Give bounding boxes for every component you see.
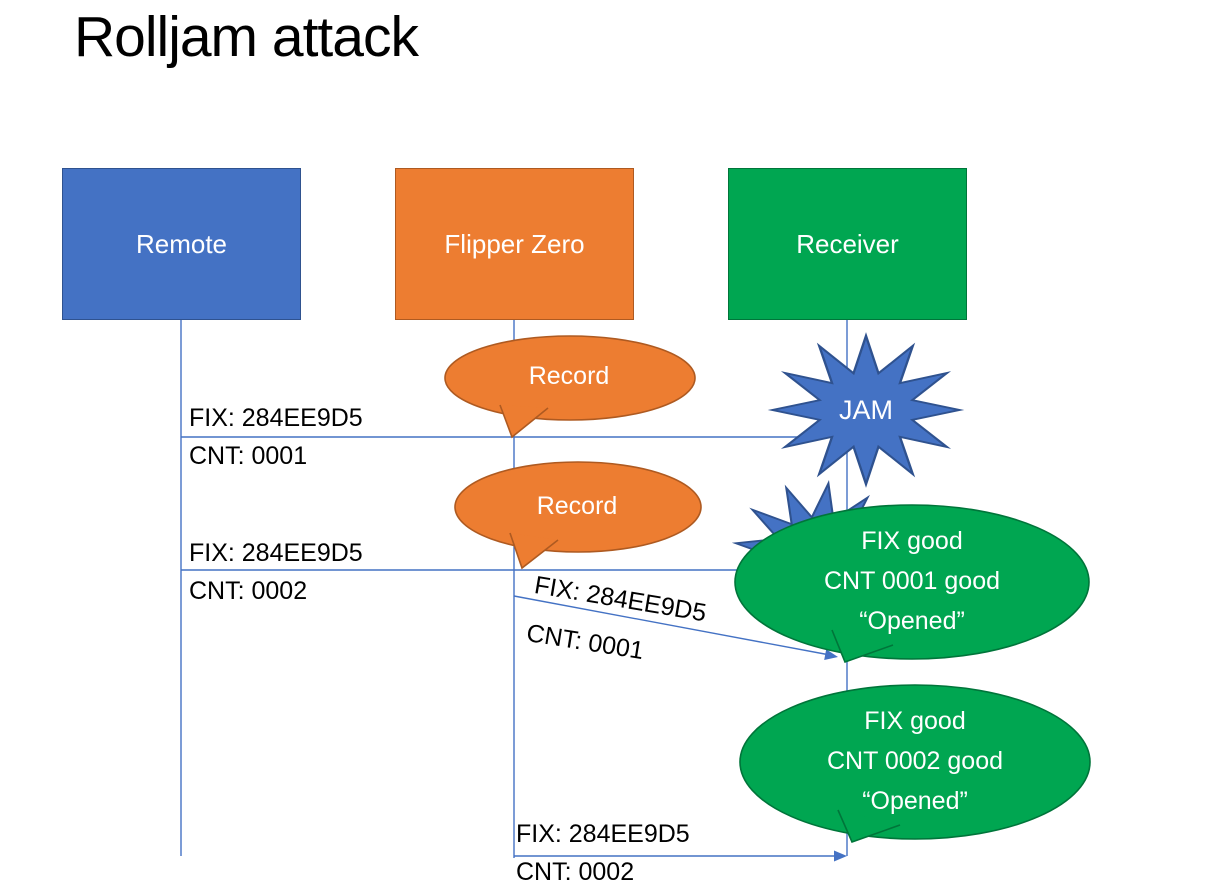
result1-text: FIX good CNT 0001 good “Opened”: [824, 521, 1000, 641]
actor-remote: Remote: [62, 168, 301, 320]
message3-arrowhead-icon: [824, 649, 838, 660]
result1-bubble: [734, 504, 1090, 660]
actor-flipper-zero-label: Flipper Zero: [444, 228, 585, 259]
page-title: Rolljam attack: [74, 5, 419, 69]
jam-label: JAM: [839, 395, 893, 425]
result2-bubble-tail: [837, 809, 901, 844]
result1-line1: FIX good: [861, 527, 963, 555]
message4-fix-label: FIX: 284EE9D5: [516, 820, 690, 848]
message1-fix-label: FIX: 284EE9D5: [189, 404, 363, 432]
result1-line3: “Opened”: [859, 607, 965, 635]
jam-burst-icon: [767, 332, 965, 488]
record1-bubble-tail: [499, 404, 549, 439]
result1-bubble-tail: [831, 629, 894, 664]
result2-line3: “Opened”: [862, 787, 968, 815]
result1-line2: CNT 0001 good: [823, 567, 1001, 595]
result2-line1: FIX good: [864, 707, 966, 735]
record2-label: Record: [536, 492, 618, 520]
actor-flipper-zero: Flipper Zero: [395, 168, 634, 320]
record1-label: Record: [528, 362, 610, 390]
result2-bubble: [739, 684, 1091, 840]
record2-bubble: [454, 461, 702, 553]
jam-star-1: [767, 332, 965, 488]
actor-receiver: Receiver: [728, 168, 967, 320]
message2-cnt-label: CNT: 0002: [189, 577, 308, 605]
record1-bubble: [444, 335, 696, 421]
message4-cnt-label: CNT: 0002: [516, 858, 635, 886]
actor-remote-label: Remote: [135, 228, 228, 259]
message3-line: [513, 595, 831, 656]
message4-arrowhead-icon: [834, 850, 847, 862]
record2-bubble-tail: [509, 532, 559, 570]
result2-text: FIX good CNT 0002 good “Opened”: [827, 701, 1003, 821]
result2-line2: CNT 0002 good: [826, 747, 1004, 775]
actor-receiver-label: Receiver: [796, 228, 899, 259]
message2-fix-label: FIX: 284EE9D5: [189, 539, 363, 567]
message1-cnt-label: CNT: 0001: [189, 442, 308, 470]
